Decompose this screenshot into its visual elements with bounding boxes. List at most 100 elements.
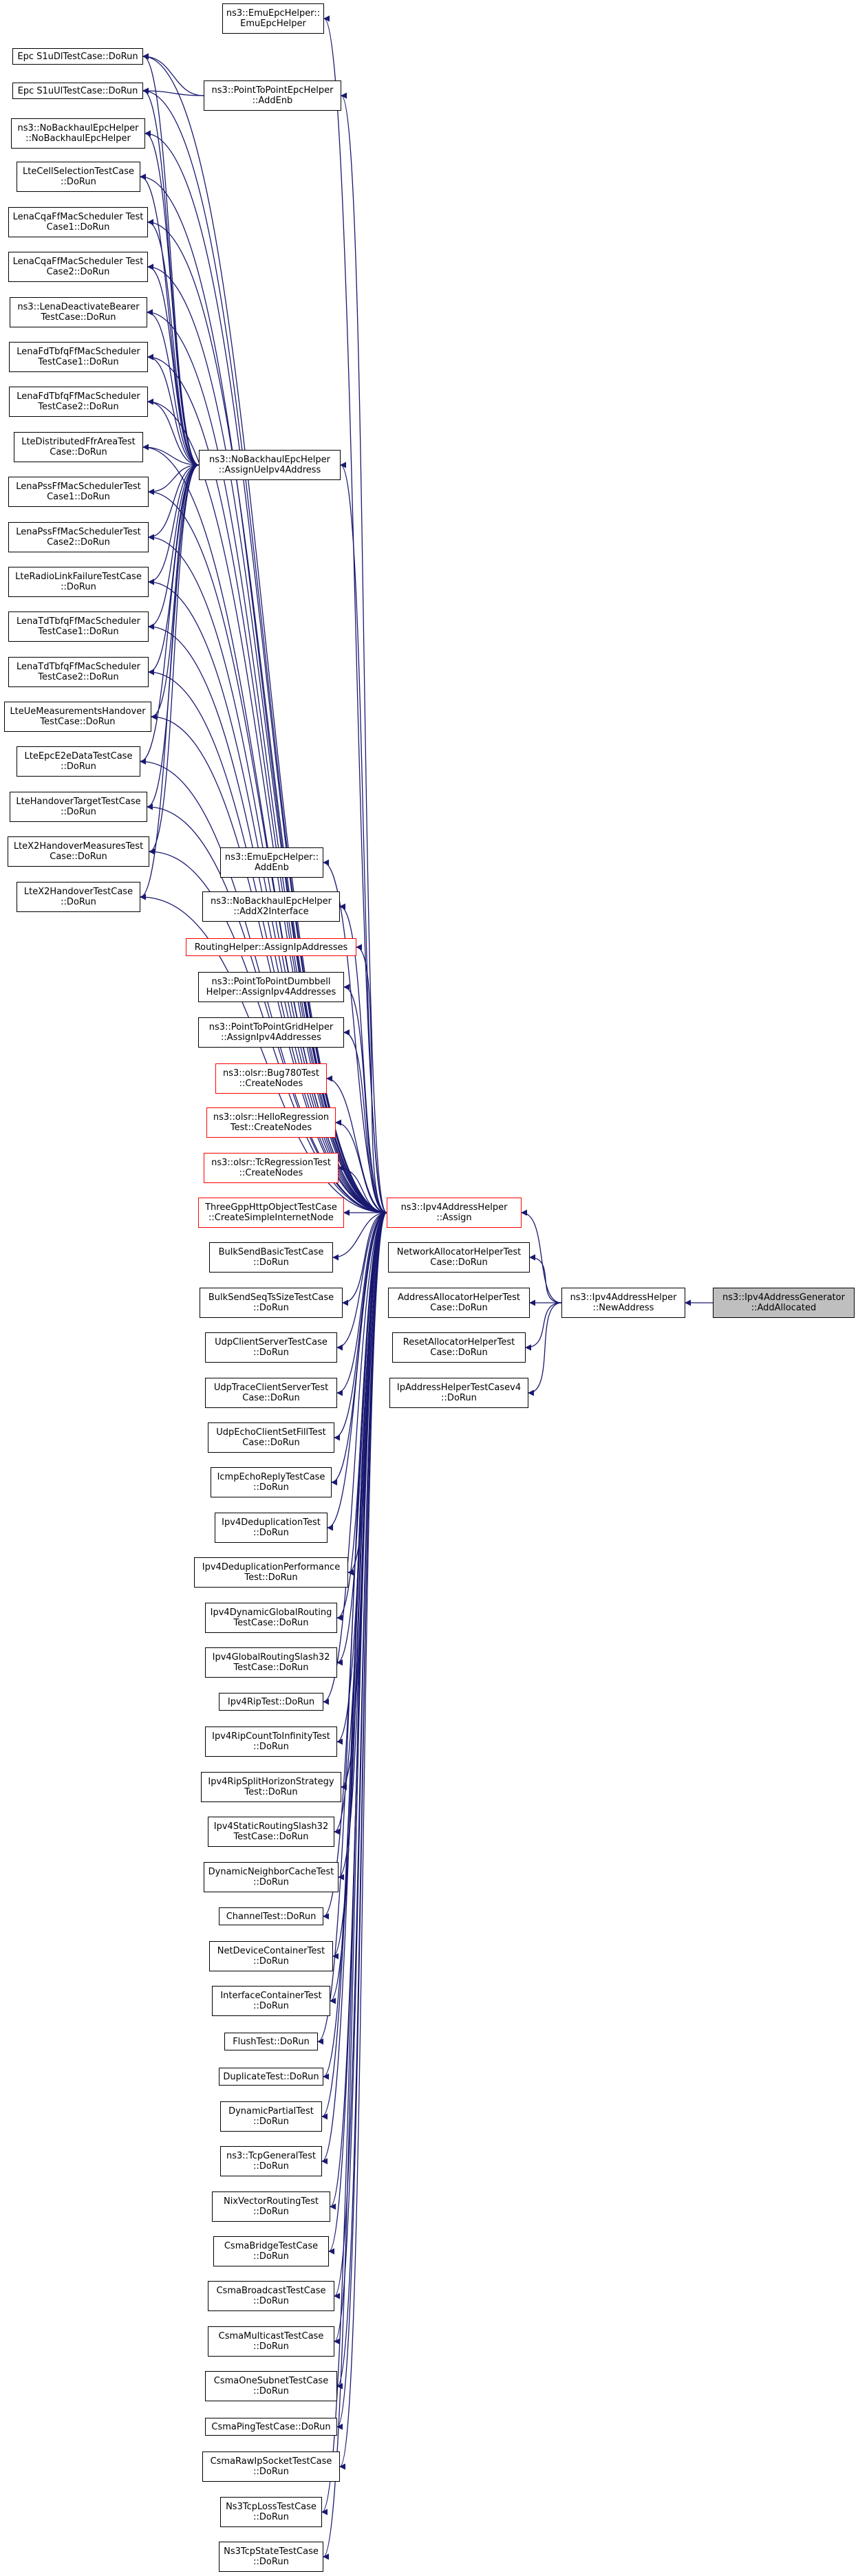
node-udp-echo[interactable]: UdpEchoClientSetFillTest Case::DoRun [208,1422,334,1453]
edge-deact-to-assign [147,309,387,1213]
node-cqa2[interactable]: LenaCqaFfMacScheduler Test Case2::DoRun [8,252,148,282]
node-tcp-state[interactable]: Ns3TcpStateTestCase ::DoRun [219,2542,323,2572]
node-dumbbell[interactable]: ns3::PointToPointDumbbell Helper::Assign… [198,972,344,1002]
node-rip-split[interactable]: Ipv4RipSplitHorizonStrategy Test::DoRun [201,1772,341,1802]
node-ffr[interactable]: LteDistributedFfrAreaTest Case::DoRun [14,432,143,462]
node-grid[interactable]: ns3::PointToPointGridHelper ::AssignIpv4… [198,1017,344,1048]
node-flush[interactable]: FlushTest::DoRun [224,2033,318,2050]
edge-epc_ul-to-p2p_addenb [142,87,204,96]
node-epc-e2e[interactable]: LteEpcE2eDataTestCase ::DoRun [17,746,140,777]
node-iface[interactable]: InterfaceContainerTest ::DoRun [212,1986,330,2016]
node-routing[interactable]: RoutingHelper::AssignIpAddresses [186,938,356,956]
node-threegpp[interactable]: ThreeGppHttpObjectTestCase ::CreateSimpl… [198,1198,344,1228]
node-pss1[interactable]: LenaPssFfMacSchedulerTest Case1::DoRun [8,477,149,507]
edge-dedup-to-assign [327,1212,387,1531]
edge-deact-to-nobh_assign [147,309,200,466]
node-csma-raw[interactable]: CsmaRawIpSocketTestCase ::DoRun [202,2451,340,2482]
node-x2-ho[interactable]: LteX2HandoverTestCase ::DoRun [17,882,140,912]
node-tdtbfq2[interactable]: LenaTdTbfqFfMacScheduler TestCase2::DoRu… [8,657,149,687]
node-epc-ul[interactable]: Epc S1uUlTestCase::DoRun [12,83,143,99]
node-tdtbfq1[interactable]: LenaTdTbfqFfMacScheduler TestCase1::DoRu… [8,611,149,642]
edge-ffr-to-assign [142,444,387,1213]
edge-cell_sel-to-nobh_assign [140,173,200,466]
node-deact[interactable]: ns3::LenaDeactivateBearer TestCase::DoRu… [10,297,147,327]
node-ue-meas[interactable]: LteUeMeasurementsHandover TestCase::DoRu… [4,702,151,732]
node-addralloc[interactable]: AddressAllocatorHelperTest Case::DoRun [388,1288,530,1318]
node-csma-bridge[interactable]: CsmaBridgeTestCase ::DoRun [213,2236,329,2266]
edge-tdtbfq2-to-nobh_assign [148,464,200,675]
node-emu-helper[interactable]: ns3::EmuEpcHelper:: EmuEpcHelper [222,3,324,34]
edge-x2_ho-to-nobh_assign [140,464,200,900]
edge-nobh_ctor-to-assign [144,130,387,1213]
node-tcpgen[interactable]: ns3::TcpGeneralTest ::DoRun [220,2146,322,2176]
edge-epc_dl-to-p2p_addenb [142,53,204,96]
node-csma-one[interactable]: CsmaOneSubnetTestCase ::DoRun [205,2371,337,2401]
node-netdev[interactable]: NetDeviceContainerTest ::DoRun [209,1941,333,1971]
node-fdtbfq2[interactable]: LenaFdTbfqFfMacScheduler TestCase2::DoRu… [9,387,148,417]
edge-tcreg-to-assign [338,1165,387,1213]
edge-x2_meas-to-nobh_assign [149,464,200,855]
node-assign[interactable]: ns3::Ipv4AddressHelper ::Assign [387,1198,522,1228]
node-dynpart[interactable]: DynamicPartialTest ::DoRun [220,2101,322,2132]
node-nobh-ctor[interactable]: ns3::NoBackhaulEpcHelper ::NoBackhaulEpc… [11,118,145,149]
edge-cqa1-to-nobh_assign [147,219,200,466]
node-pss2[interactable]: LenaPssFfMacSchedulerTest Case2::DoRun [8,522,149,552]
node-tcreg[interactable]: ns3::olsr::TcRegressionTest ::CreateNode… [204,1153,339,1183]
node-udp-cs[interactable]: UdpClientServerTestCase ::DoRun [205,1332,337,1363]
node-rlf[interactable]: LteRadioLinkFailureTestCase ::DoRun [8,567,149,597]
edge-epc_ul-to-assign [142,87,387,1213]
node-udp-trace[interactable]: UdpTraceClientServerTest Case::DoRun [205,1378,337,1408]
edge-nobh_ctor-to-nobh_assign [144,130,200,466]
edge-pss1-to-nobh_assign [148,464,200,495]
node-rip[interactable]: Ipv4RipTest::DoRun [219,1693,323,1711]
edge-dumbbell-to-assign [343,984,387,1213]
node-epc-dl[interactable]: Epc S1uDlTestCase::DoRun [12,48,143,65]
node-ho-target[interactable]: LteHandoverTargetTestCase ::DoRun [10,792,147,822]
edge-ue_meas-to-nobh_assign [151,464,200,720]
node-dedup[interactable]: Ipv4DeduplicationTest ::DoRun [215,1513,328,1543]
node-icmp[interactable]: IcmpEchoReplyTestCase ::DoRun [211,1467,332,1497]
node-cqa1[interactable]: LenaCqaFfMacScheduler Test Case1::DoRun [8,207,148,237]
edge-nobh_assign-to-assign [340,462,387,1213]
edge-flush-to-assign [317,1212,387,2045]
node-channel[interactable]: ChannelTest::DoRun [219,1907,323,1925]
node-newaddr[interactable]: ns3::Ipv4AddressHelper ::NewAddress [561,1288,685,1318]
node-dyn-global[interactable]: Ipv4DynamicGlobalRouting TestCase::DoRun [205,1603,337,1633]
node-rip-inf[interactable]: Ipv4RipCountToInfinityTest ::DoRun [205,1727,337,1757]
edge-ho_target-to-assign [147,803,387,1213]
node-csma-mcast[interactable]: CsmaMulticastTestCase ::DoRun [208,2326,334,2357]
edge-routing-to-assign [356,944,387,1213]
node-nobh-x2[interactable]: ns3::NoBackhaulEpcHelper ::AddX2Interfac… [202,891,340,922]
edge-ffr-to-nobh_assign [142,444,200,466]
edge-epc_dl-to-assign [142,53,387,1213]
edge-assign-to-newaddr [521,1209,562,1303]
node-neigh[interactable]: DynamicNeighborCacheTest ::DoRun [204,1862,339,1892]
node-static32[interactable]: Ipv4StaticRoutingSlash32 TestCase::DoRun [208,1817,334,1847]
node-iphelper[interactable]: IpAddressHelperTestCasev4 ::DoRun [389,1378,528,1408]
node-bulk-basic[interactable]: BulkSendBasicTestCase ::DoRun [209,1242,333,1273]
node-reset[interactable]: ResetAllocatorHelperTest Case::DoRun [392,1332,526,1363]
node-csma-bcast[interactable]: CsmaBroadcastTestCase ::DoRun [208,2281,334,2311]
node-csma-ping[interactable]: CsmaPingTestCase::DoRun [205,2418,337,2436]
node-fdtbfq1[interactable]: LenaFdTbfqFfMacScheduler TestCase1::DoRu… [9,342,148,372]
node-tcp-loss[interactable]: Ns3TcpLossTestCase ::DoRun [220,2497,322,2527]
edge-grid-to-assign [343,1029,387,1213]
node-p2p-addenb[interactable]: ns3::PointToPointEpcHelper ::AddEnb [204,80,341,111]
node-netalloc[interactable]: NetworkAllocatorHelperTest Case::DoRun [388,1242,530,1273]
node-x2-meas[interactable]: LteX2HandoverMeasuresTest Case::DoRun [8,836,149,867]
node-nixvec[interactable]: NixVectorRoutingTest ::DoRun [212,2191,330,2222]
node-emu-addenb[interactable]: ns3::EmuEpcHelper:: AddEnb [220,847,323,878]
edge-cqa1-to-assign [147,219,387,1213]
node-target[interactable]: ns3::Ipv4AddressGenerator ::AddAllocated [713,1288,855,1318]
node-global32[interactable]: Ipv4GlobalRoutingSlash32 TestCase::DoRun [205,1647,337,1678]
node-hello[interactable]: ns3::olsr::HelloRegression Test::CreateN… [206,1107,336,1138]
node-bug780[interactable]: ns3::olsr::Bug780Test ::CreateNodes [215,1063,327,1094]
node-bulk-seq[interactable]: BulkSendSeqTsSizeTestCase ::DoRun [200,1288,343,1318]
edge-netalloc-to-newaddr [529,1254,562,1303]
node-cell-sel[interactable]: LteCellSelectionTestCase ::DoRun [17,162,140,192]
edge-fdtbfq1-to-nobh_assign [147,354,200,466]
node-dup[interactable]: DuplicateTest::DoRun [219,2068,323,2086]
node-nobh-assign[interactable]: ns3::NoBackhaulEpcHelper ::AssignUeIpv4A… [199,450,341,480]
node-dedup-perf[interactable]: Ipv4DeduplicationPerformance Test::DoRun [194,1557,348,1588]
